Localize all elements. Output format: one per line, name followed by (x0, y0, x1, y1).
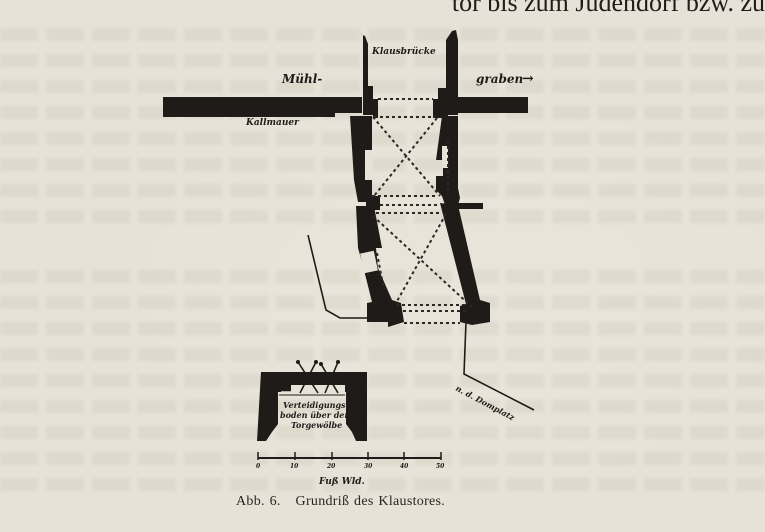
scale-bar: 0 10 20 30 40 50 Fuß Wld. (256, 452, 445, 487)
gate-wall-left-lower (356, 206, 404, 327)
scale-tick-label: 0 (256, 463, 261, 470)
moat-wall-right (455, 97, 528, 113)
vault-line (376, 252, 385, 291)
scale-tick-label: 50 (436, 463, 445, 470)
scale-unit: Fuß Wld. (318, 477, 365, 487)
arrow-right-icon: → (522, 71, 534, 87)
label-moat-left: Mühl- (281, 72, 322, 86)
wall-opening (367, 150, 373, 178)
left-ground-line (307, 234, 367, 319)
moat-wall-left (163, 97, 362, 117)
label-moat-right: graben (476, 72, 523, 86)
caption-title: Grundriß des Klaustores. (295, 494, 446, 509)
gate-wall-right-lower (440, 203, 490, 325)
vault-line (395, 213, 447, 304)
walls (163, 30, 528, 327)
inset-platform (291, 385, 345, 394)
vault-line (372, 215, 473, 308)
scale-tick-label: 40 (400, 463, 409, 470)
wall-opening (360, 250, 378, 274)
caption-number: Abb. 6. (236, 494, 281, 509)
inset-label-line1: Verteidigungs- (283, 400, 349, 410)
inset-label-line2: boden über dem (280, 410, 353, 420)
site-lines (307, 234, 535, 411)
vault-line (372, 116, 441, 197)
bridge-pier-right (433, 30, 458, 118)
right-ground-line (463, 321, 535, 411)
figure-caption: Abb. 6. Grundriß des Klaustores. (236, 494, 445, 510)
wall-openings (360, 146, 448, 274)
inset-defense-floor: Verteidigungs- boden über dem Torgewölbe (257, 360, 367, 441)
label-bridge: Klausbrücke (371, 46, 436, 57)
scale-tick-label: 30 (364, 463, 373, 470)
vault-lines (372, 98, 473, 324)
vault-line (373, 117, 438, 197)
inset-label-line3: Torgewölbe (291, 420, 342, 430)
inset-crossed-beams (297, 361, 339, 394)
body-text-fragment: tor bis zum Judendorf bzw. zu (451, 0, 765, 17)
scale-tick-label: 20 (326, 463, 336, 470)
scale-tick-label: 10 (290, 463, 299, 470)
bridge-pier-left (358, 33, 378, 118)
bleed-through-text (0, 28, 765, 528)
gate-wall-left-upper (350, 116, 380, 212)
gate-wall-right-stub (458, 203, 483, 209)
wall-opening (442, 146, 448, 168)
label-square: n. d. Domplatz (454, 383, 517, 423)
label-wall: Kallmauer (245, 118, 300, 128)
